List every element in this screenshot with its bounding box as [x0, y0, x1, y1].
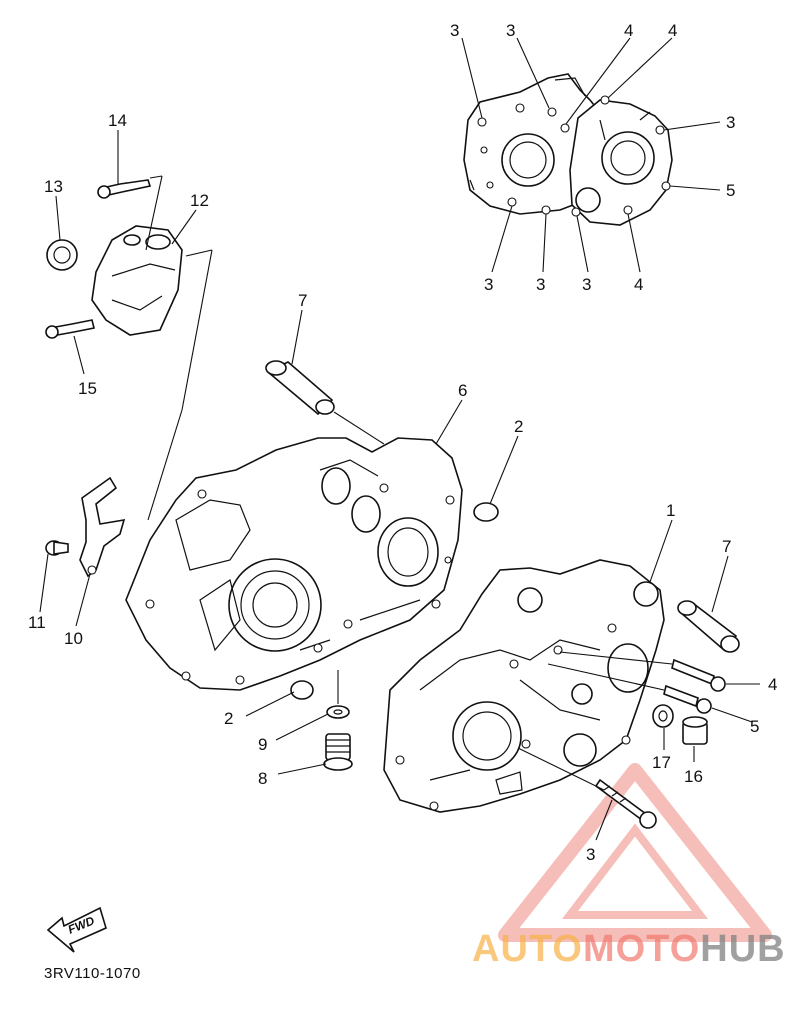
callout-label: 12	[190, 191, 209, 210]
watermark-brand-part: MOTO	[582, 928, 701, 970]
leaders-right	[517, 519, 760, 841]
callout-label: 13	[44, 177, 63, 196]
callout-label: 5	[726, 181, 735, 200]
callout-label: 3	[726, 113, 735, 132]
callout-label: 4	[768, 675, 777, 694]
callout-label: 3	[582, 275, 591, 294]
callout-label: 4	[668, 21, 677, 40]
callout-label: 6	[458, 381, 467, 400]
bolt-3-long	[594, 778, 657, 829]
callout-label: 15	[78, 379, 97, 398]
stopper-plate	[45, 476, 126, 578]
callout-label: 4	[634, 275, 643, 294]
callout-label: 3	[506, 21, 515, 40]
callout-label: 11	[28, 613, 46, 632]
watermark-brand-part: HUB	[700, 928, 786, 970]
callout-label: 2	[224, 709, 233, 728]
bearing-holder-assembly	[45, 179, 183, 339]
crankcase-left-half	[125, 437, 463, 691]
leaders-top-right	[461, 37, 721, 273]
crankcase-inner-view	[463, 73, 673, 226]
watermark-brand: AUTOMOTOHUB	[472, 928, 786, 971]
callout-label: 7	[722, 537, 731, 556]
callout-label: 4	[624, 21, 633, 40]
plug-16	[682, 716, 708, 745]
washer-9	[326, 705, 350, 719]
watermark-logo-triangle	[498, 763, 772, 942]
dowel-pin-right	[677, 600, 740, 653]
leaders-top-left	[55, 130, 213, 521]
leaders-middle	[39, 309, 519, 775]
callout-label: 17	[652, 753, 671, 772]
callout-label: 1	[666, 501, 675, 520]
washer-17	[652, 704, 674, 728]
dowel-pin-upper	[265, 360, 335, 416]
watermark-brand-part: AUTO	[472, 928, 583, 970]
callout-label: 5	[750, 717, 759, 736]
callout-label: 3	[450, 21, 459, 40]
dowel-2-right	[473, 502, 499, 522]
bolt-5	[663, 684, 712, 714]
callout-label: 2	[514, 417, 523, 436]
callout-label: 7	[298, 291, 307, 310]
callout-label: 9	[258, 735, 267, 754]
diagram-reference-code: 3RV110-1070	[44, 965, 141, 982]
callout-label: 14	[108, 111, 127, 130]
dowel-2-lower	[290, 680, 314, 700]
bolt-4	[671, 658, 726, 692]
callout-label: 3	[586, 845, 595, 864]
drain-plug	[323, 733, 353, 771]
callout-label: 3	[484, 275, 493, 294]
callout-label: 3	[536, 275, 545, 294]
callout-label: 10	[64, 629, 83, 648]
callout-label: 8	[258, 769, 267, 788]
forward-direction-arrow: FWD	[46, 906, 107, 953]
callout-label: 16	[684, 767, 703, 786]
callout-labels: 3 3 4 4 3 5 3 3 3 4 14 13 12 15 7 6 2 1 …	[28, 21, 777, 864]
